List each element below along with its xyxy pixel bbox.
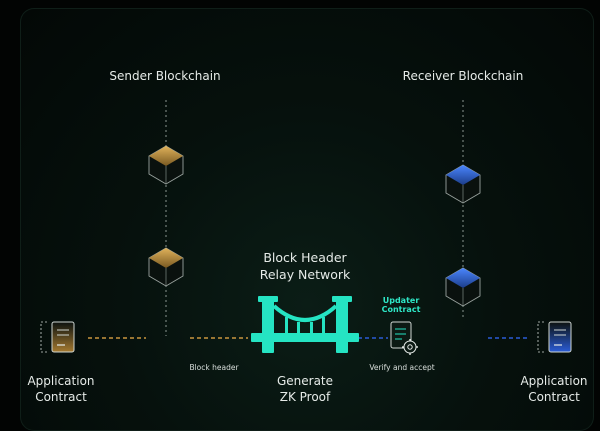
app-right-line1: Application — [520, 374, 588, 388]
verify-edge-label: Verify and accept — [369, 363, 435, 372]
cube-icon — [148, 145, 184, 185]
sender-chain-title: Sender Blockchain — [109, 69, 221, 83]
zk-proof-line2: ZK Proof — [279, 390, 331, 404]
gear-icon — [402, 339, 418, 355]
block-header-edge-label: Block header — [189, 363, 239, 372]
zk-proof-line1: Generate — [276, 374, 334, 388]
bridge-icon — [251, 296, 359, 353]
updater-title-line1: Updater — [382, 296, 420, 305]
updater-title-line2: Contract — [381, 305, 421, 314]
app-left-line2: Contract — [35, 390, 87, 404]
app-right-line2: Contract — [528, 390, 580, 404]
cube-icon — [445, 164, 481, 204]
document-icon — [537, 321, 572, 353]
relay-title-line2: Relay Network — [259, 267, 351, 282]
cube-icon — [148, 247, 184, 287]
document-icon — [390, 321, 412, 349]
document-icon — [40, 321, 75, 353]
receiver-chain-title: Receiver Blockchain — [402, 69, 524, 83]
relay-title-line1: Block Header — [263, 250, 347, 265]
cube-icon — [445, 267, 481, 307]
app-left-line1: Application — [27, 374, 95, 388]
diagram-panel — [20, 8, 594, 431]
